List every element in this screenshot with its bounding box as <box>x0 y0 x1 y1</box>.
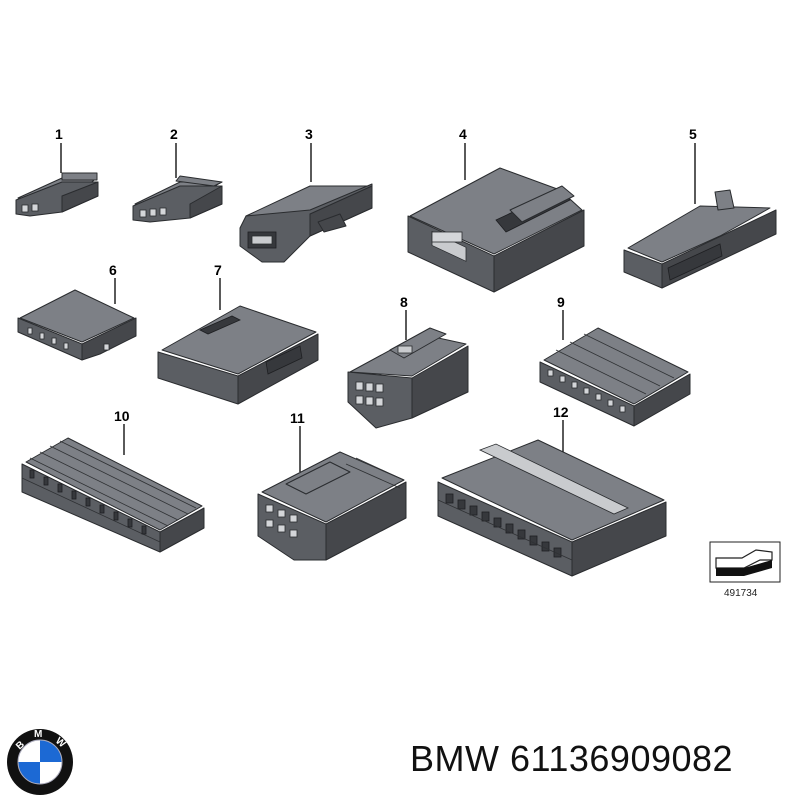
callout-10: 10 <box>114 408 130 424</box>
bmw-logo: B M W <box>7 729 73 795</box>
callout-1: 1 <box>55 126 63 142</box>
callout-5: 5 <box>689 126 697 142</box>
callout-7: 7 <box>214 262 222 278</box>
connector-part-10 <box>21 424 205 553</box>
callout-2: 2 <box>170 126 178 142</box>
callout-11: 11 <box>290 410 305 426</box>
catalog-number: 491734 <box>724 588 758 599</box>
connector-part-7 <box>157 278 319 405</box>
connector-part-11 <box>257 426 407 561</box>
callout-6: 6 <box>109 262 117 278</box>
logo-blue-quadrant <box>40 740 62 762</box>
callout-3: 3 <box>305 126 313 142</box>
logo-letter-m: M <box>34 729 42 740</box>
brand-name: BMW <box>410 738 500 779</box>
connector-part-12 <box>437 420 667 577</box>
connector-part-4 <box>407 143 585 293</box>
connector-part-9 <box>539 310 691 427</box>
brand-part-caption: BMW 61136909082 <box>410 738 733 780</box>
connector-part-6 <box>17 278 137 361</box>
connector-part-3 <box>239 143 373 263</box>
callout-8: 8 <box>400 294 408 310</box>
callout-9: 9 <box>557 294 565 310</box>
connector-part-8 <box>347 310 469 429</box>
callout-4: 4 <box>459 126 467 142</box>
callout-12: 12 <box>553 404 569 420</box>
part-number: 61136909082 <box>510 738 734 779</box>
connector-part-5 <box>623 143 777 289</box>
connector-part-2 <box>132 143 223 223</box>
connector-part-1 <box>15 143 99 217</box>
logo-blue-quadrant <box>18 762 40 784</box>
catalog-reference-icon <box>709 541 781 583</box>
